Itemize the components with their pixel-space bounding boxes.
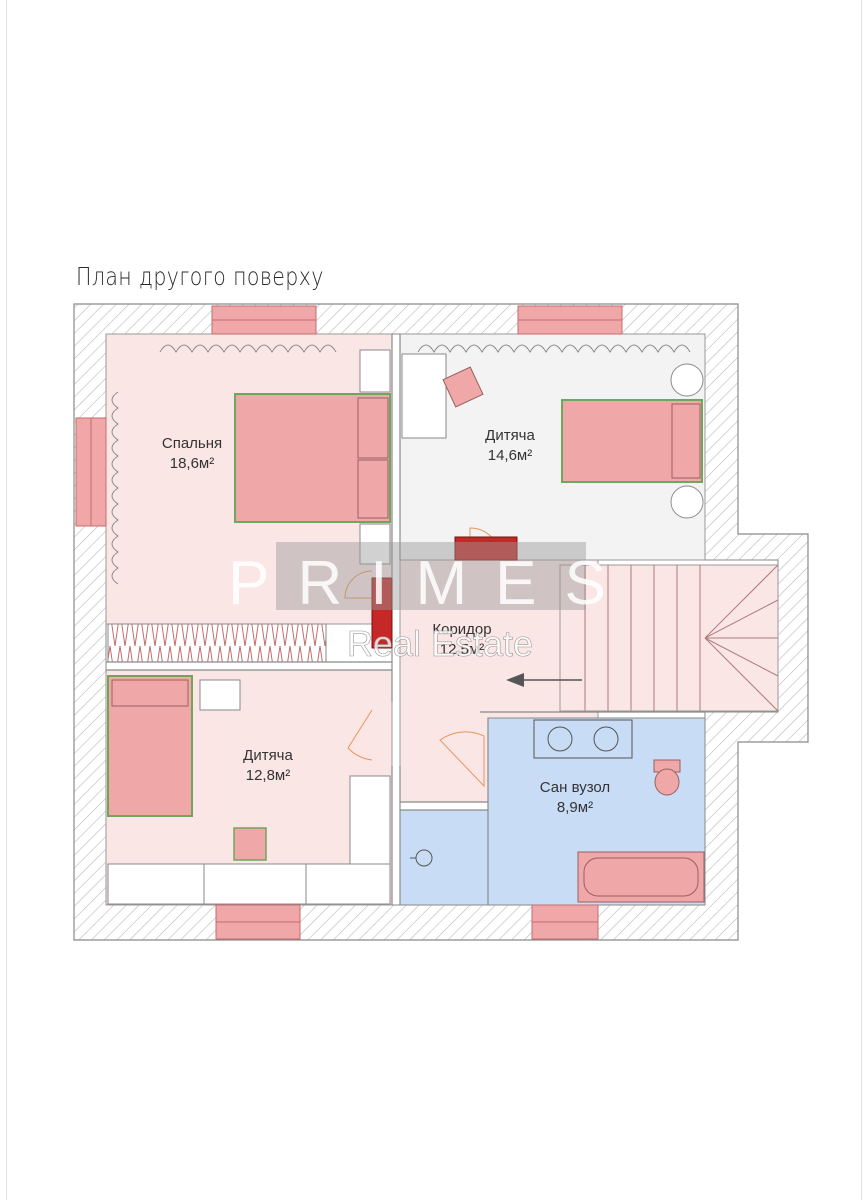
red-wall <box>371 577 393 649</box>
sink-counter <box>533 719 633 759</box>
door-swing-bathroom <box>439 731 485 788</box>
red-wall <box>454 536 518 561</box>
page-frame <box>6 0 862 1200</box>
desk <box>107 863 205 905</box>
bathtub-inner <box>583 857 699 897</box>
watermark: PRIMES Real Estate <box>228 542 634 664</box>
plant <box>670 363 704 397</box>
room-area: 18,6м² <box>170 455 215 472</box>
stair-steps <box>584 564 779 712</box>
curtain-left-bedroom <box>111 391 119 585</box>
room-area: 12,8м² <box>246 767 291 784</box>
wardrobe-children-2 <box>349 775 391 865</box>
nightstand <box>359 349 391 393</box>
toilet-icon <box>654 768 680 796</box>
pillow <box>357 459 389 519</box>
plan-title: План другого поверху <box>76 262 324 291</box>
plant <box>670 485 704 519</box>
room-name: Дитяча <box>485 427 535 444</box>
room-name: Спальня <box>162 435 222 452</box>
room-area: 14,6м² <box>488 447 533 464</box>
curtain-top-bedroom <box>159 344 337 354</box>
nightstand <box>359 523 391 565</box>
chair <box>442 366 484 408</box>
curtain-top-children-1 <box>417 344 691 354</box>
room-area: 8,9м² <box>557 799 593 816</box>
pillow <box>357 397 389 459</box>
desk <box>203 863 307 905</box>
pillow <box>671 403 701 479</box>
room-name: Дитяча <box>243 747 293 764</box>
door-swing-bedroom <box>344 570 373 599</box>
direction-arrow-head <box>506 673 524 687</box>
sink-icon <box>593 726 619 752</box>
watermark-brand: PRIMES <box>228 549 634 618</box>
watermark-sub: Real Estate <box>347 623 533 664</box>
partitions <box>106 334 705 905</box>
desk <box>305 863 391 905</box>
room-name: Сан вузол <box>540 779 610 796</box>
wardrobe-children-1 <box>401 353 447 439</box>
door-swing-children-2 <box>347 709 373 761</box>
watermark-box <box>276 542 586 610</box>
shelf <box>199 679 241 711</box>
room-area: 12,5м² <box>440 641 485 658</box>
pillow <box>111 679 189 707</box>
room-name: Коридор <box>432 621 491 638</box>
chair <box>233 827 267 861</box>
sink-icon <box>547 726 573 752</box>
wardrobe <box>107 623 327 663</box>
